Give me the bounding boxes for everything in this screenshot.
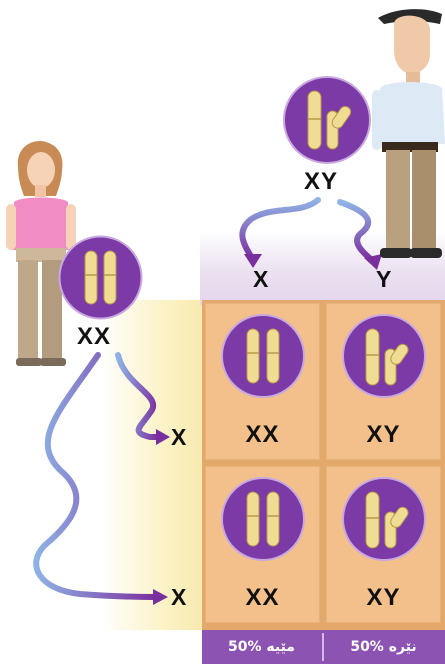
arrow-female-x1 [115,352,161,440]
offspring-genotype: XX [245,421,280,448]
grid-cell-r1c2: XY [326,303,441,460]
grid-cell-r2c2: XY [326,466,441,623]
xy-chromosome-icon [342,314,426,398]
female-genotype: XX [77,323,112,350]
male-gamete-y: Y [376,266,392,292]
male-genotype: XY [304,168,339,195]
male-ratio-label: 50% نێرە [350,639,417,655]
arrowhead-female-x2 [153,589,168,605]
female-chromosome-badge [58,235,143,320]
offspring-genotype: XY [366,421,401,448]
woman-figure [6,141,76,366]
arrowhead-male-x [244,254,262,268]
arrow-male-x [239,197,321,261]
offspring-genotype: XX [245,584,280,611]
arrow-male-y [337,199,375,263]
female-gamete-x-2: X [171,584,187,610]
female-gamete-x-1: X [171,424,187,450]
man-figure [372,9,445,258]
offspring-genotype: XY [366,584,401,611]
footer-divider [322,633,324,661]
male-gamete-x: X [253,266,269,292]
grid-cell-r2c1: XX [205,466,320,623]
grid-cell-r1c1: XX [205,303,320,460]
arrowhead-female-x1 [156,429,170,445]
xx-chromosome-icon [221,314,305,398]
ratio-footer: 50% مێیە 50% نێرە [202,630,445,664]
arrowhead-male-y [364,254,382,270]
xy-chromosome-icon [342,477,426,561]
xx-chromosome-icon [221,477,305,561]
arrow-female-x2 [33,352,158,600]
female-ratio-label: 50% مێیە [228,639,295,655]
male-chromosome-badge [282,75,372,165]
